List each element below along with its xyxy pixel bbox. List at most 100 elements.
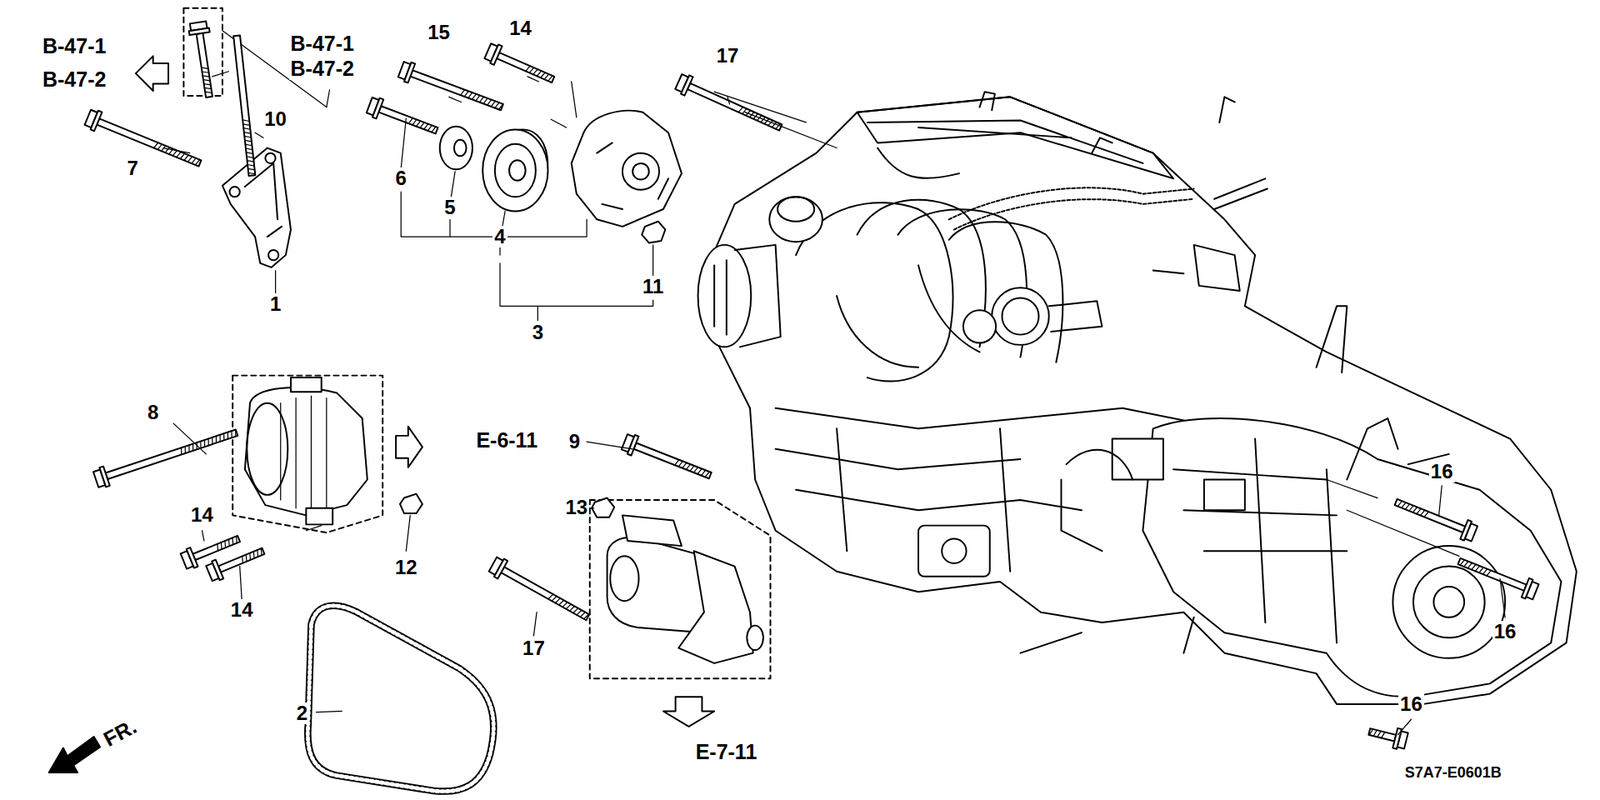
leader-line xyxy=(1439,485,1443,517)
bolt-thread xyxy=(245,144,252,146)
leader-line xyxy=(240,566,242,600)
leader-line xyxy=(305,525,321,531)
bolt-thread xyxy=(475,95,480,100)
bolt xyxy=(233,35,255,176)
bolt-thread xyxy=(1486,570,1491,576)
bolt-shaft xyxy=(500,566,590,620)
belt-tensioner xyxy=(632,163,650,180)
hex-nut xyxy=(400,494,423,514)
bolt-thread xyxy=(204,87,211,89)
leader-line xyxy=(255,132,264,138)
bolt-thread xyxy=(1373,730,1377,736)
pulley-washer xyxy=(440,126,473,170)
bolt-thread xyxy=(690,465,695,471)
bolt-thread xyxy=(245,140,252,142)
callout-number: 15 xyxy=(425,21,452,44)
bolt-thread xyxy=(1409,505,1414,511)
belt-tensioner xyxy=(571,110,682,227)
bolt-thread xyxy=(705,471,710,477)
idler-pulley xyxy=(495,144,536,198)
bolt-thread xyxy=(471,94,476,100)
leader-line xyxy=(1326,480,1378,499)
leader-line xyxy=(212,71,230,77)
belt-tensioner xyxy=(622,153,660,190)
bolt-thread xyxy=(431,126,436,132)
leader-line xyxy=(527,76,539,82)
callout-number: 4 xyxy=(492,225,507,248)
bolt-thread xyxy=(187,156,192,162)
bolt-shaft xyxy=(687,83,782,131)
callout-number: 16 xyxy=(1398,693,1425,715)
leader-line xyxy=(275,270,276,293)
bolt-thread xyxy=(1482,569,1487,575)
dashed-box xyxy=(232,375,383,534)
bolt-thread xyxy=(525,65,530,71)
bolt-thread xyxy=(200,440,201,448)
bolt-thread xyxy=(569,605,575,611)
bolt-thread xyxy=(701,470,706,475)
pulley-washer xyxy=(454,140,467,157)
bolt-shaft xyxy=(378,105,438,134)
bolt-shaft xyxy=(1368,728,1396,741)
bolt-thread xyxy=(256,550,259,557)
callout-number: 11 xyxy=(640,275,665,298)
bolt-thread xyxy=(427,125,432,130)
bolt-thread xyxy=(195,160,200,165)
bolt-thread xyxy=(464,90,469,96)
bolt-thread xyxy=(154,142,159,148)
bolt-thread xyxy=(188,445,190,452)
bolt-thread xyxy=(1405,504,1410,510)
bolt-thread xyxy=(536,70,541,76)
bolt-thread xyxy=(693,467,698,473)
bolt-thread xyxy=(248,172,255,175)
bolt-shaft xyxy=(233,35,255,176)
bolt-thread xyxy=(243,128,250,130)
bolt-thread xyxy=(207,438,209,445)
leader-line xyxy=(586,441,633,450)
bolt-thread xyxy=(242,120,250,122)
bolt-thread xyxy=(227,432,229,440)
reference-code: E-7-11 xyxy=(694,740,760,764)
bolt-thread xyxy=(211,437,213,445)
callout-number: 2 xyxy=(295,702,310,725)
callout-number: 17 xyxy=(520,637,547,660)
reference-code: B-47-2 xyxy=(289,57,356,80)
bolt-thread xyxy=(180,447,182,455)
leader-line xyxy=(405,515,410,551)
bolt xyxy=(1458,558,1540,600)
leader-line xyxy=(745,112,837,149)
bolt-thread xyxy=(201,71,209,73)
leader-line xyxy=(400,118,406,169)
callout-number: 10 xyxy=(262,108,289,130)
bolt-thread xyxy=(249,553,251,560)
callout-number: 8 xyxy=(145,401,160,424)
bolt-flange xyxy=(1521,578,1534,600)
reference-arrow xyxy=(663,696,715,727)
bolt-shaft xyxy=(633,442,711,479)
bolt-thread xyxy=(420,122,425,128)
bracket-hole xyxy=(265,153,275,164)
callout-number: 16 xyxy=(1429,460,1455,483)
leader-line xyxy=(590,507,595,509)
bolt-thread xyxy=(697,468,702,474)
leader-line xyxy=(449,96,462,102)
bolt-thread xyxy=(738,106,743,112)
drive-belt xyxy=(307,605,494,792)
bolt-thread xyxy=(235,430,236,437)
bolt-thread xyxy=(244,135,251,138)
bolt-thread xyxy=(241,555,244,563)
bolt-thread xyxy=(1377,730,1381,737)
bolt-thread xyxy=(247,164,255,166)
reference-code: E-6-11 xyxy=(474,429,540,452)
bolt-thread xyxy=(247,160,255,163)
bolt xyxy=(189,20,213,97)
bolt-thread xyxy=(580,612,585,618)
bolt-thread xyxy=(228,539,230,546)
starter-motor xyxy=(610,555,639,601)
bolt-thread xyxy=(408,118,413,124)
callout-number: 14 xyxy=(229,599,255,621)
bolt-thread xyxy=(529,67,534,73)
bolt-thread xyxy=(246,156,254,159)
